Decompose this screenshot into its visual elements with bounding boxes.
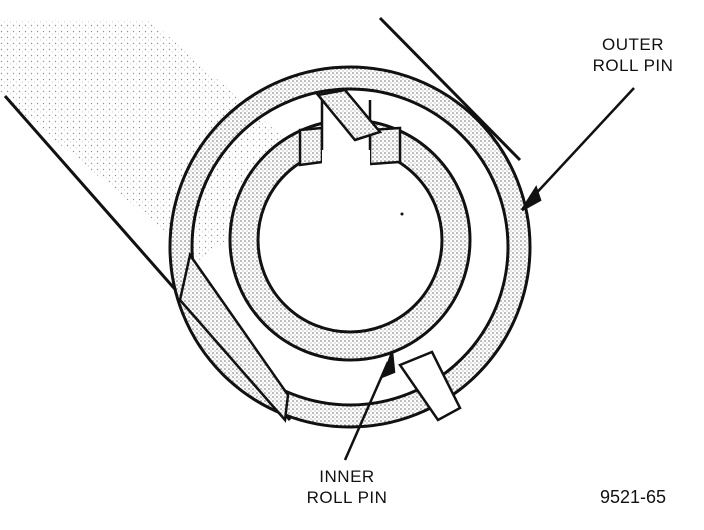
- center-mark: [400, 212, 404, 216]
- outer-label-line1: OUTER: [602, 35, 664, 54]
- figure-number: 9521-65: [600, 487, 667, 507]
- inner-roll-pin-label: INNER ROLL PIN: [292, 466, 402, 508]
- outer-leader-arrow: [520, 87, 635, 212]
- inner-leader-arrow: [343, 351, 396, 461]
- inner-label-line2: ROLL PIN: [306, 488, 388, 507]
- inner-roll-pin: [228, 88, 472, 362]
- outer-label-line2: ROLL PIN: [592, 56, 674, 75]
- outer-roll-pin-label: OUTER ROLL PIN: [578, 34, 688, 76]
- inner-label-line1: INNER: [319, 467, 375, 486]
